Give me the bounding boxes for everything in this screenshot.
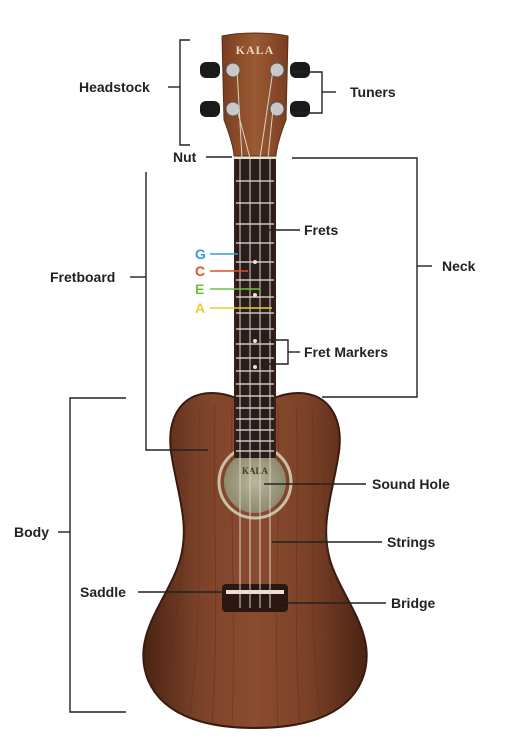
string-name-a: A <box>195 300 206 316</box>
string-name-lines <box>210 253 272 309</box>
string-name-g: G <box>195 246 206 262</box>
label-fretboard: Fretboard <box>50 269 116 285</box>
label-strings: Strings <box>387 534 436 550</box>
fret-marker-dot <box>253 365 257 369</box>
tuners <box>200 62 310 117</box>
label-saddle: Saddle <box>80 584 126 600</box>
label-nut: Nut <box>173 149 197 165</box>
strings <box>236 69 274 608</box>
bridge <box>222 584 288 612</box>
annotation-lines <box>58 39 432 713</box>
wood-grain <box>164 403 346 727</box>
label-neck: Neck <box>442 258 476 274</box>
fret-marker-dot <box>253 339 257 343</box>
fret-marker-dots <box>253 260 257 369</box>
label-sound-hole: Sound Hole <box>372 476 450 492</box>
label-frets: Frets <box>304 222 339 238</box>
label-fret-markers: Fret Markers <box>304 344 389 360</box>
string-name-e: E <box>195 281 205 297</box>
label-headstock: Headstock <box>79 79 150 95</box>
string-name-c: C <box>195 263 206 279</box>
label-body: Body <box>14 524 49 540</box>
ukulele-body <box>142 391 368 730</box>
brand-logo: KALA <box>236 43 275 57</box>
label-bridge: Bridge <box>391 595 436 611</box>
label-tuners: Tuners <box>350 84 396 100</box>
fret-marker-dot <box>253 260 257 264</box>
sound-hole <box>224 451 286 513</box>
saddle <box>226 590 284 594</box>
fret-marker-dot <box>253 293 257 297</box>
soundhole-brand: KALA <box>242 466 269 476</box>
